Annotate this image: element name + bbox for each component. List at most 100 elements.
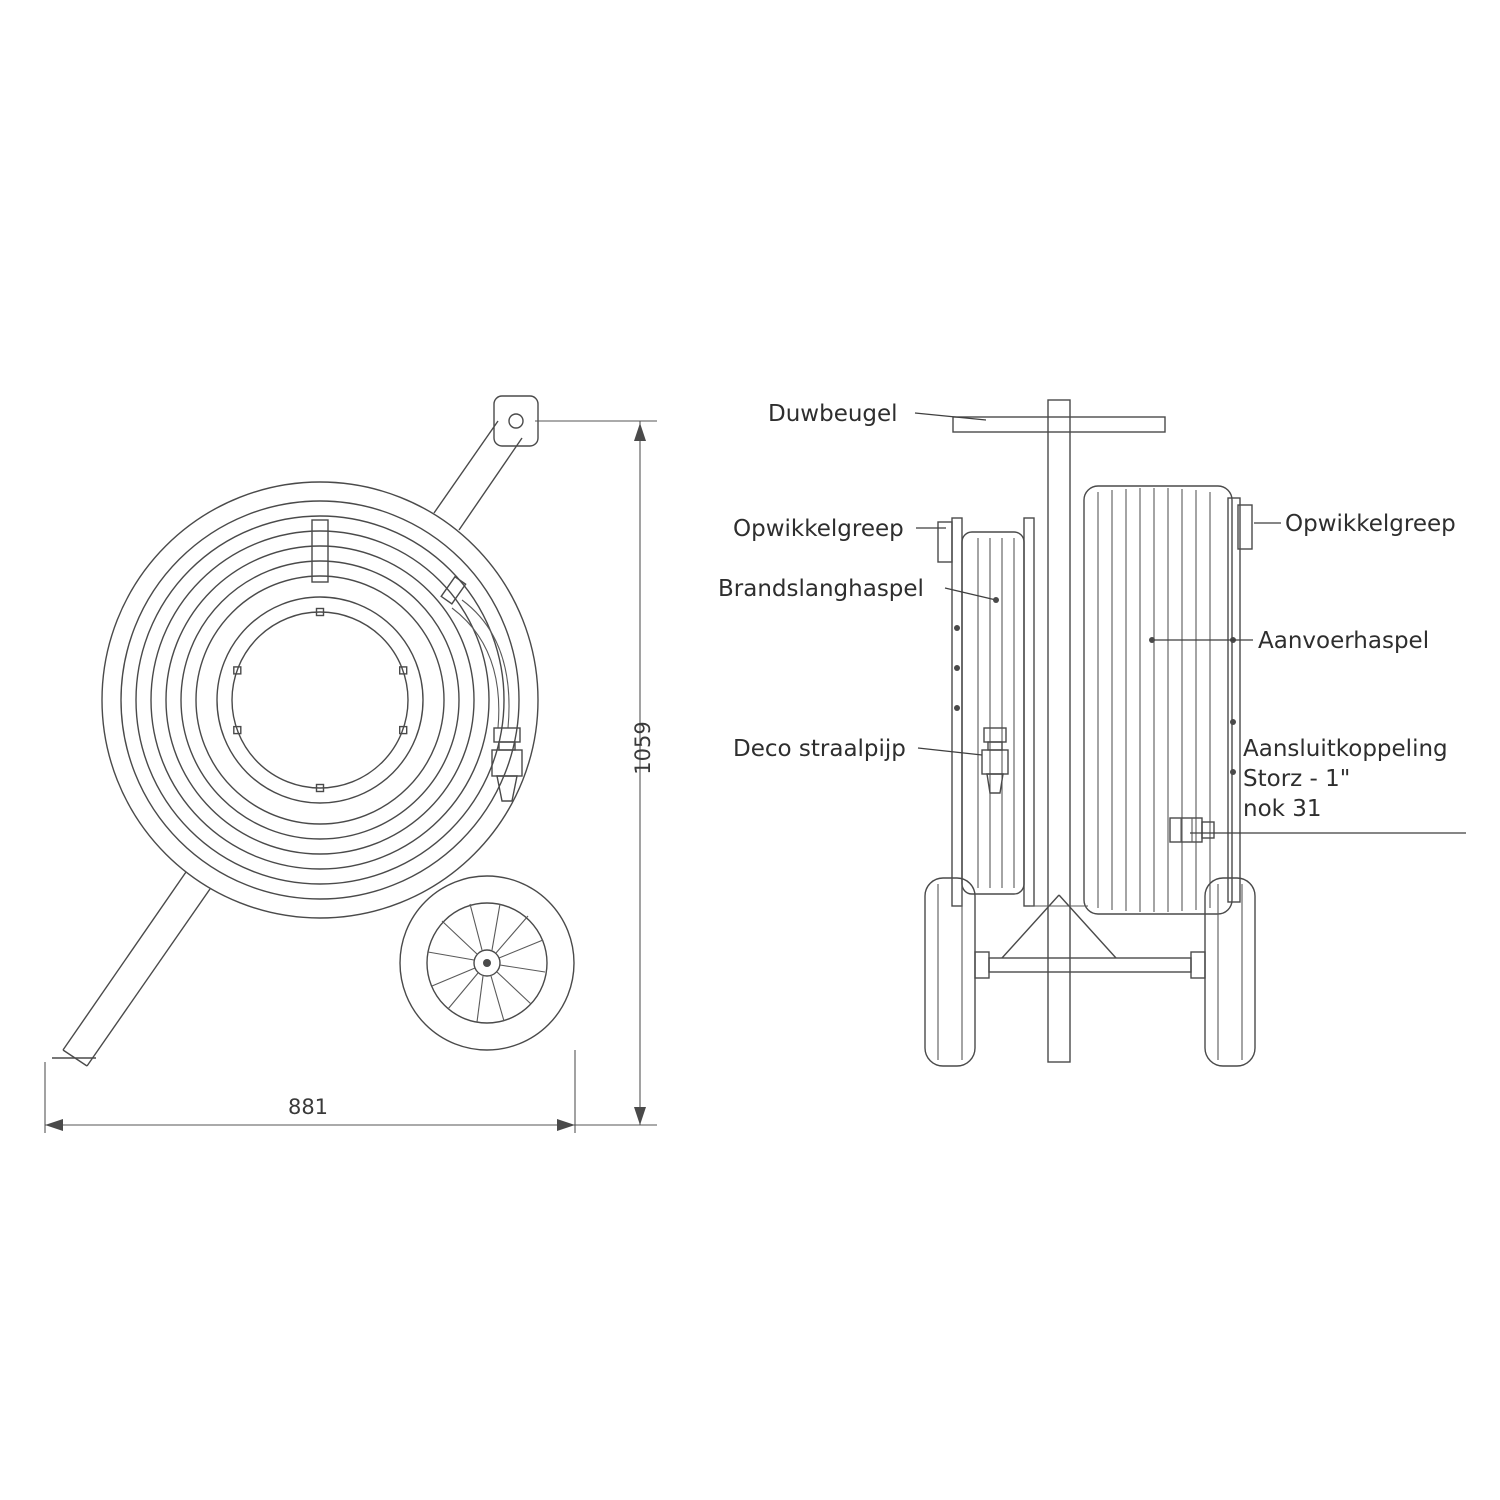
- dim-arrow-left: [45, 1119, 63, 1131]
- fire-hose-reel-front: [937, 517, 1035, 907]
- push-handle-bar: [952, 416, 1166, 433]
- storz-coupling: [1169, 817, 1215, 843]
- hose-coil-circle: [101, 481, 539, 919]
- dimension-annotations: 1059 881: [44, 420, 657, 1133]
- frame-bar-upper: [433, 395, 539, 531]
- wheel-spoke: [496, 971, 532, 1005]
- wheel-spoke: [427, 951, 475, 961]
- dim-arrow-down: [634, 1107, 646, 1125]
- dim-height-value: 1059: [631, 721, 655, 774]
- drum-bolt: [315, 607, 325, 617]
- drum-bolt: [233, 666, 242, 675]
- hose-coil-circle: [135, 515, 505, 885]
- wheel-spoke: [495, 915, 529, 954]
- frame-brace: [1001, 894, 1060, 959]
- dim-arrow-right: [557, 1119, 575, 1131]
- supply-reel-front: [1083, 485, 1253, 915]
- leader-duwbeugel: [914, 412, 987, 421]
- label-aanvoerhaspel: Aanvoerhaspel: [1258, 628, 1429, 654]
- reel-hose-body: [1083, 485, 1233, 915]
- part-labels: Duwbeugel Opwikkelgreep Brandslanghaspel…: [718, 401, 1466, 834]
- hose-coil-circle: [120, 500, 520, 900]
- drum-bolt: [233, 725, 242, 735]
- label-aansluitkoppeling-line3: nok 31: [1243, 796, 1322, 822]
- hose-coil-circle: [180, 560, 460, 840]
- leader-dot: [1149, 637, 1155, 643]
- wheel-spoke: [447, 972, 479, 1010]
- reel-flange-right: [1227, 497, 1241, 903]
- nozzle-assembly-side: [440, 575, 523, 802]
- label-deco-straalpijp: Deco straalpijp: [733, 736, 906, 762]
- wheel-rim: [426, 902, 548, 1024]
- nozzle-collar: [983, 727, 1007, 743]
- label-brandslanghaspel: Brandslanghaspel: [718, 576, 924, 602]
- side-view-drawing: [52, 395, 575, 1067]
- drum-outer-circle: [216, 596, 424, 804]
- nozzle-tip: [496, 775, 518, 802]
- wheel-hub: [1190, 951, 1206, 979]
- frame-edge: [458, 437, 523, 531]
- label-aansluitkoppeling-line2: Storz - 1": [1243, 766, 1350, 792]
- flange-bolt: [954, 665, 960, 671]
- flange-bolt: [954, 705, 960, 711]
- label-opwikkelgreep-right: Opwikkelgreep: [1285, 511, 1456, 537]
- drum-bolt: [399, 725, 408, 735]
- frame-edge: [86, 888, 211, 1067]
- undercarriage: [988, 894, 1192, 973]
- hose-coil-circle: [150, 530, 490, 870]
- flange-bolt: [954, 625, 960, 631]
- drum-bolt: [315, 783, 325, 793]
- wheel-front-right: [1190, 877, 1256, 1067]
- wheel-spoke: [469, 903, 483, 951]
- wheel-hub: [974, 951, 990, 979]
- winding-grip-side: [311, 519, 329, 583]
- label-opwikkelgreep-left: Opwikkelgreep: [733, 516, 904, 542]
- hose-coil-circles: [101, 481, 539, 919]
- flange-bolt: [1230, 719, 1236, 725]
- wheel-spoke: [476, 975, 484, 1023]
- flange-bolt: [1230, 769, 1236, 775]
- handle-plate-hole: [508, 413, 524, 429]
- hose-coil-circle: [195, 575, 445, 825]
- frame-bar-lower: [52, 871, 211, 1067]
- reel-flange-right: [1023, 517, 1035, 907]
- hose-curve: [451, 607, 500, 729]
- coupling-end: [1201, 821, 1215, 839]
- hose-outlet-fitting: [440, 575, 467, 605]
- wheel-axle-center: [483, 959, 491, 967]
- label-duwbeugel: Duwbeugel: [768, 401, 898, 427]
- wheel-spoke: [490, 975, 505, 1022]
- drum-inner-circle: [231, 611, 409, 789]
- nozzle-body: [981, 749, 1009, 775]
- reel-flange-left: [951, 517, 963, 907]
- hose-coil-circle: [165, 545, 475, 855]
- wheel-spokes: [427, 903, 546, 1023]
- wheel-side: [399, 875, 575, 1051]
- handle-plate: [493, 395, 539, 447]
- dim-arrow-up: [634, 423, 646, 441]
- wheel-spoke: [499, 964, 546, 973]
- axle-bar: [988, 957, 1192, 973]
- reel-drum: [216, 596, 424, 804]
- wheel-spoke: [491, 903, 501, 951]
- leader-dot: [993, 597, 999, 603]
- label-aansluitkoppeling-line1: Aansluitkoppeling: [1243, 736, 1448, 762]
- wheel-spoke: [498, 939, 544, 959]
- hose-curve: [461, 599, 510, 729]
- frame-edge: [62, 871, 187, 1051]
- wheel-tire: [399, 875, 575, 1051]
- center-post: [1047, 399, 1071, 1063]
- drum-bolt: [399, 666, 408, 675]
- wheel-front-left: [924, 877, 990, 1067]
- frame-edge: [433, 420, 499, 514]
- leader-deco-straalpijp: [917, 747, 983, 756]
- frame-brace: [1058, 894, 1117, 959]
- leader-brandslanghaspel: [944, 587, 997, 601]
- wheel-spoke: [431, 967, 476, 987]
- front-view-drawing: [924, 399, 1256, 1067]
- coupling-body: [1169, 817, 1203, 843]
- deco-nozzle-front: [981, 727, 1009, 794]
- reel-hose-body: [961, 531, 1025, 895]
